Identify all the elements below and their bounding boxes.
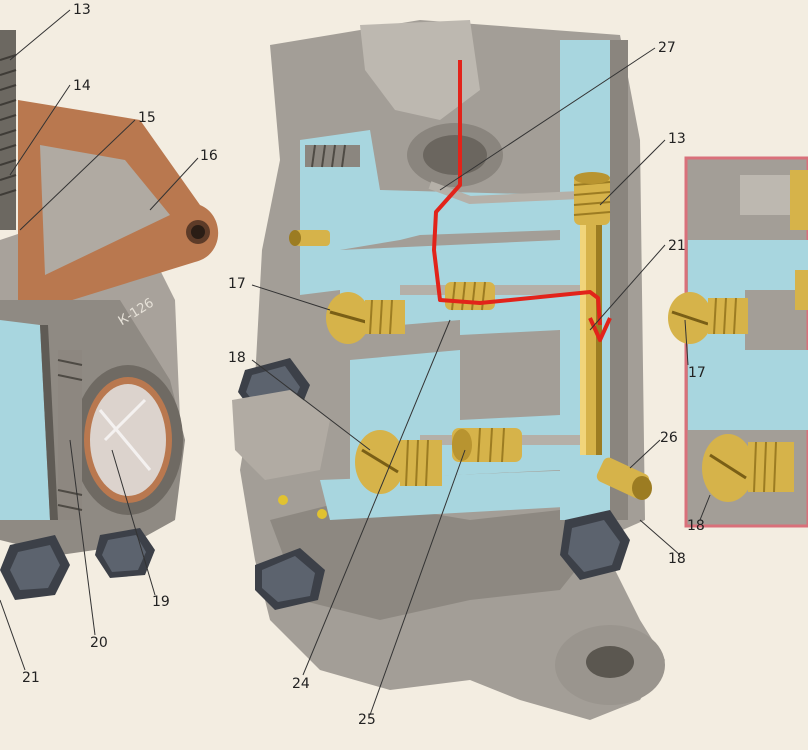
air-throat <box>360 20 480 120</box>
callout-17-center: 17 <box>228 276 246 292</box>
callout-13-left: 13 <box>73 2 91 18</box>
callout-18-right: 18 <box>668 551 686 567</box>
emulsion-channel-wall <box>610 40 628 520</box>
main-jet-plug <box>355 430 442 494</box>
brass-jet-icon <box>596 457 652 500</box>
callout-19: 19 <box>152 594 170 610</box>
rod-threads <box>0 54 17 196</box>
idle-fuel-jet <box>445 281 495 311</box>
callout-18-inset: 18 <box>687 518 705 534</box>
callout-16: 16 <box>200 148 218 164</box>
idle-air-jet <box>326 292 405 344</box>
hex-bolt-icon <box>0 535 70 600</box>
marker-dot <box>317 509 327 519</box>
left-float-chamber-section <box>0 30 219 600</box>
brass-jet-icon <box>289 230 330 246</box>
callout-21-center: 21 <box>668 238 686 254</box>
callout-24: 24 <box>292 676 310 692</box>
callout-25: 25 <box>358 712 376 728</box>
callout-13-center: 13 <box>668 131 686 147</box>
fuel-channel-left <box>0 320 50 520</box>
upper-cutaway-channel <box>300 130 560 295</box>
main-fuel-jet <box>452 427 522 463</box>
callout-20: 20 <box>90 635 108 651</box>
threaded-rod <box>0 30 16 230</box>
callout-26: 26 <box>660 430 678 446</box>
inset-channel <box>688 240 808 430</box>
casting-shadow <box>270 500 600 620</box>
sight-window-glass <box>90 384 166 496</box>
leader-lines <box>0 9 711 716</box>
callout-18-center: 18 <box>228 350 246 366</box>
upper-screw <box>305 144 360 168</box>
hex-bolt-icon <box>255 548 325 610</box>
inset-main-plug <box>702 434 794 502</box>
callout-15: 15 <box>138 110 156 126</box>
fuel-channel-left-wall <box>40 325 58 520</box>
main-carburetor-body: К-126 <box>116 20 665 720</box>
callout-17-inset: 17 <box>688 365 706 381</box>
callout-21-left: 21 <box>22 670 40 686</box>
red-flow-arrow-icon <box>432 60 612 342</box>
brass-jet-icon <box>795 270 808 310</box>
brass-jet-icon <box>790 170 808 230</box>
inset-idle-jet <box>668 292 748 344</box>
brass-jet-icon <box>573 172 611 225</box>
upper-tube <box>428 181 581 205</box>
callout-14: 14 <box>73 78 91 94</box>
right-inset-detail <box>668 156 808 528</box>
callout-labels: 13 14 15 16 19 20 21 27 13 21 17 18 26 1… <box>22 2 706 728</box>
side-lug <box>232 390 330 480</box>
callout-27: 27 <box>658 40 676 56</box>
hex-bolt-icon <box>95 528 155 578</box>
hex-bolt-icon <box>560 510 630 580</box>
glass-highlight <box>98 398 152 471</box>
marker-dot <box>278 495 288 505</box>
flange-inner-opening <box>40 145 170 275</box>
